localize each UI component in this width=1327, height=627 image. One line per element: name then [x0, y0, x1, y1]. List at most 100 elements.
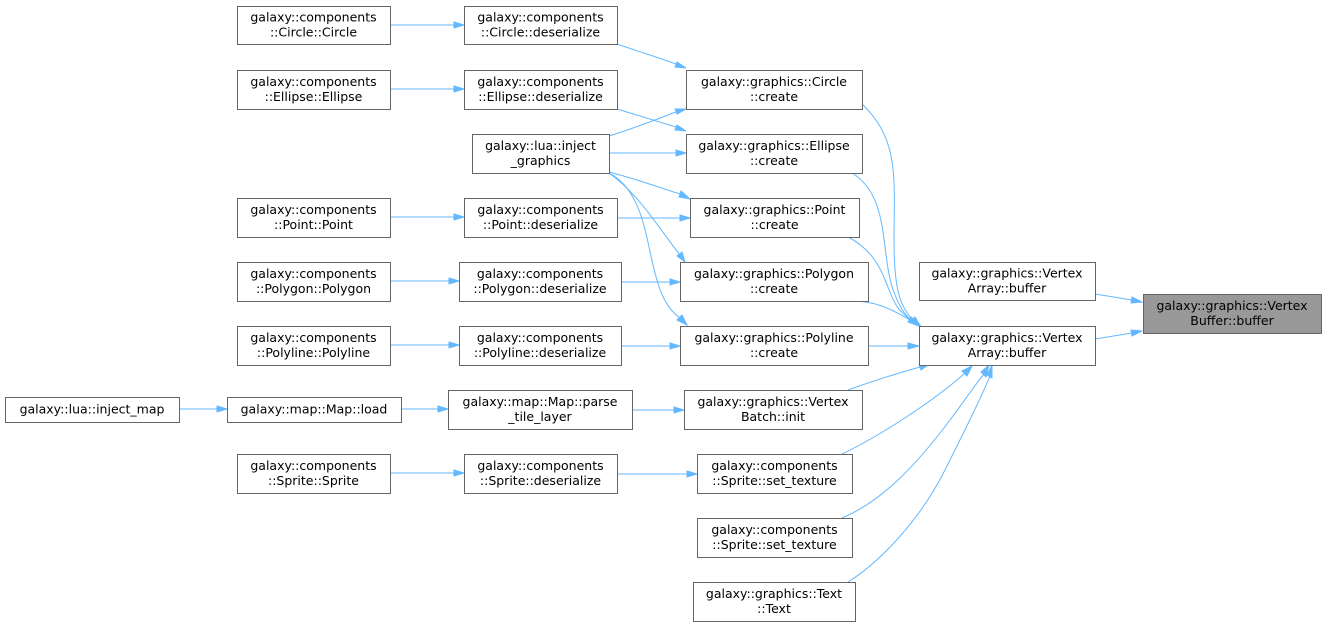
node-box[interactable]: [464, 198, 618, 238]
node-box[interactable]: [686, 70, 863, 110]
node-lua-inject-map[interactable]: galaxy::lua::inject_map: [5, 397, 180, 423]
node-label: ::Polygon::deserialize: [473, 281, 607, 296]
node-box[interactable]: [686, 134, 863, 174]
node-point-deser[interactable]: galaxy::components::Point::deserialize: [464, 198, 618, 238]
node-box[interactable]: [680, 262, 869, 302]
node-box[interactable]: [227, 397, 402, 423]
node-box[interactable]: [237, 6, 391, 45]
edge-polygon_ctor-to-polygon_deser: [390, 277, 461, 285]
edge-polyline_ctor-to-polyline_deser: [390, 341, 461, 349]
node-point-create[interactable]: galaxy::graphics::Point::create: [690, 198, 860, 238]
edge-point_deser-to-point_create: [617, 214, 692, 222]
edge-line: [1094, 293, 1133, 301]
node-ellipse-ctor[interactable]: galaxy::components::Ellipse::Ellipse: [237, 70, 391, 110]
node-polyline-create[interactable]: galaxy::graphics::Polyline::create: [680, 326, 869, 366]
node-box[interactable]: [690, 198, 860, 238]
node-circle-ctor[interactable]: galaxy::components::Circle::Circle: [237, 6, 391, 45]
edge-arrowhead: [686, 470, 699, 478]
node-label: galaxy::graphics::Polyline: [694, 330, 853, 345]
node-polyline-deser[interactable]: galaxy::components::Polyline::deserializ…: [459, 326, 622, 366]
node-box[interactable]: [684, 390, 863, 430]
node-box[interactable]: [919, 326, 1096, 366]
node-point-ctor[interactable]: galaxy::components::Point::Point: [237, 198, 391, 238]
node-box[interactable]: [237, 326, 391, 366]
node-box[interactable]: [697, 454, 853, 494]
node-box[interactable]: [237, 454, 391, 494]
node-box[interactable]: [680, 326, 869, 366]
node-box[interactable]: [459, 262, 622, 302]
edge-arrowhead: [1130, 296, 1144, 304]
node-box[interactable]: [237, 70, 391, 110]
node-circle-create[interactable]: galaxy::graphics::Circle::create: [686, 70, 863, 110]
edge-point_ctor-to-point_deser: [390, 213, 466, 221]
node-box[interactable]: [464, 454, 618, 494]
edge-arrowhead: [453, 85, 466, 93]
edge-lua_inject_graphics-to-circle_create: [608, 108, 688, 137]
node-box[interactable]: [237, 198, 391, 238]
node-box[interactable]: [448, 390, 633, 430]
node-map-load[interactable]: galaxy::map::Map::load: [227, 397, 402, 423]
node-text-text[interactable]: galaxy::graphics::Text::Text: [693, 582, 856, 622]
node-ellipse-deser[interactable]: galaxy::components::Ellipse::deserialize: [464, 70, 618, 110]
node-box[interactable]: [464, 70, 618, 110]
node-map-parse-tile[interactable]: galaxy::map::Map::parse_tile_layer: [448, 390, 633, 430]
node-box[interactable]: [919, 262, 1096, 301]
edge-va_buffer_top-to-vb_buffer: [1094, 293, 1144, 304]
node-label: ::Sprite::deserialize: [480, 473, 602, 488]
node-lua-inject-graphics[interactable]: galaxy::lua::inject_graphics: [472, 134, 610, 174]
edge-line: [608, 171, 681, 195]
node-label: ::create: [750, 217, 798, 232]
edge-arrowhead: [448, 341, 461, 349]
edge-circle_create-to-va_buffer: [861, 103, 922, 328]
edge-arrowhead: [679, 214, 692, 222]
node-polygon-ctor[interactable]: galaxy::components::Polygon::Polygon: [237, 262, 391, 302]
node-polyline-ctor[interactable]: galaxy::components::Polyline::Polyline: [237, 326, 391, 366]
node-label: _tile_layer: [507, 409, 572, 424]
node-sprite-ctor[interactable]: galaxy::components::Sprite::Sprite: [237, 454, 391, 494]
edge-polygon_create-to-va_buffer: [847, 300, 920, 327]
edge-ellipse_ctor-to-ellipse_deser: [390, 85, 466, 93]
node-label: galaxy::graphics::Point: [704, 202, 846, 217]
node-box[interactable]: [459, 326, 622, 366]
node-box[interactable]: [1143, 294, 1322, 334]
node-label: ::Sprite::set_texture: [712, 473, 837, 488]
node-sprite-settex-1[interactable]: galaxy::components::Sprite::set_texture: [697, 454, 853, 494]
node-circle-deser[interactable]: galaxy::components::Circle::deserialize: [464, 6, 618, 45]
node-ellipse-create[interactable]: galaxy::graphics::Ellipse::create: [686, 134, 863, 174]
edge-sprite_settex_2-to-va_buffer: [841, 363, 990, 519]
edge-polyline_deser-to-polyline_create: [621, 342, 682, 350]
edge-arrowhead: [678, 190, 692, 200]
node-label: galaxy::components: [477, 202, 603, 217]
node-label: Batch::init: [741, 409, 805, 424]
edge-polyline_create-to-va_buffer: [868, 342, 921, 350]
node-label: ::Text: [757, 601, 791, 616]
edge-arrowhead: [673, 406, 686, 414]
node-label: ::Polygon::Polygon: [256, 281, 371, 296]
node-sprite-deser[interactable]: galaxy::components::Sprite::deserialize: [464, 454, 618, 494]
node-box[interactable]: [472, 134, 610, 174]
node-box[interactable]: [697, 518, 853, 558]
node-box[interactable]: [464, 6, 618, 45]
edge-polygon_deser-to-polygon_create: [621, 278, 682, 286]
node-box[interactable]: [5, 397, 180, 423]
edge-sprite_deser-to-sprite_settex_1: [617, 470, 699, 478]
node-polygon-create[interactable]: galaxy::graphics::Polygon::create: [680, 262, 869, 302]
node-box[interactable]: [693, 582, 856, 622]
node-label: ::Sprite::set_texture: [712, 537, 837, 552]
edge-vbatch_init-to-va_buffer: [847, 363, 931, 391]
edge-arrowhead: [453, 213, 466, 221]
edge-line: [861, 103, 916, 323]
node-label: galaxy::graphics::Polygon: [694, 266, 854, 281]
node-label: galaxy::graphics::Vertex: [697, 394, 848, 409]
edge-line: [847, 366, 921, 391]
node-polygon-deser[interactable]: galaxy::components::Polygon::deserialize: [459, 262, 622, 302]
node-label: ::create: [750, 153, 798, 168]
node-label: ::Point::deserialize: [483, 217, 598, 232]
node-box[interactable]: [237, 262, 391, 302]
node-sprite-settex-2[interactable]: galaxy::components::Sprite::set_texture: [697, 518, 853, 558]
node-label: galaxy::components: [711, 458, 837, 473]
